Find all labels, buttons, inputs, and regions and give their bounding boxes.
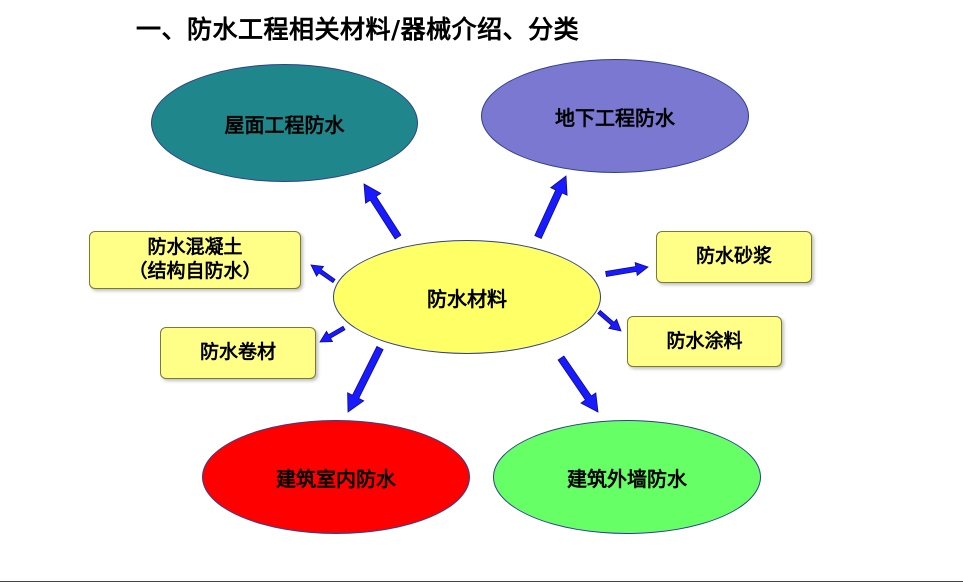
arrow-to-coating [597, 309, 622, 332]
material-membrane-label: 防水卷材 [199, 341, 276, 364]
material-concrete-line2: （结构自防水） [128, 260, 262, 282]
category-underground-label: 地下工程防水 [555, 105, 675, 130]
category-roof-label: 屋面工程防水 [224, 112, 345, 137]
arrow-to-wall [557, 355, 599, 413]
arrow-to-roof [363, 183, 402, 240]
center-label: 防水材料 [427, 286, 507, 311]
category-wall-label: 建筑外墙防水 [567, 466, 687, 491]
arrow-to-indoor [347, 345, 384, 413]
arrow-to-mortar [605, 262, 649, 277]
category-roof: 屋面工程防水 [151, 64, 418, 182]
material-concrete-line1: 防水混凝土 [147, 236, 243, 259]
material-concrete: 防水混凝土 （结构自防水） [89, 231, 301, 289]
arrow-to-underground [534, 175, 568, 240]
material-mortar: 防水砂浆 [656, 231, 812, 283]
material-mortar-label: 防水砂浆 [695, 245, 772, 268]
arrow-to-concrete [310, 264, 336, 284]
material-membrane: 防水卷材 [160, 327, 316, 379]
category-wall: 建筑外墙防水 [493, 420, 761, 534]
bottom-rule [0, 581, 963, 582]
category-indoor: 建筑室内防水 [202, 420, 470, 534]
page-title: 一、防水工程相关材料/器械介绍、分类 [136, 15, 580, 44]
center-node: 防水材料 [333, 240, 601, 354]
material-coating-label: 防水涂料 [666, 329, 743, 352]
material-coating: 防水涂料 [627, 316, 782, 367]
category-underground: 地下工程防水 [481, 59, 749, 173]
arrow-to-membrane [319, 325, 346, 343]
category-indoor-label: 建筑室内防水 [276, 466, 396, 491]
